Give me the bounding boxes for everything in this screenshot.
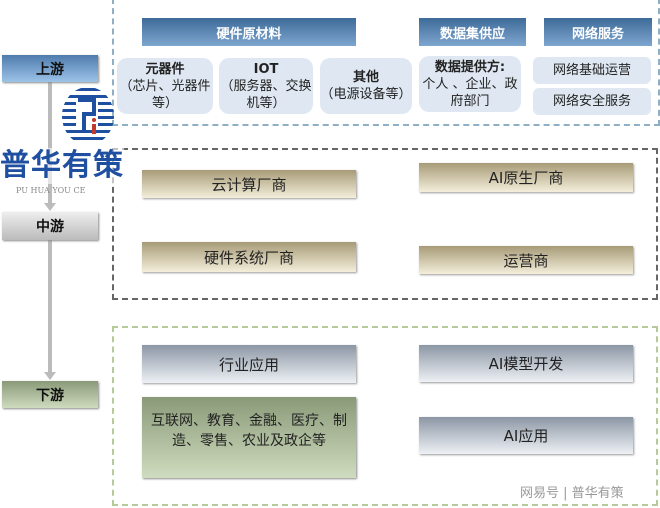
card-title: 其他	[352, 70, 379, 85]
flow-line	[48, 82, 52, 204]
down-industry-desc: 互联网、教育、金融、医疗、制造、零售、农业及政企等	[142, 397, 356, 478]
down-ai-model-dev: AI模型开发	[419, 345, 633, 382]
card-iot: IOT（服务器、交换机等）	[219, 58, 313, 114]
logo-emblem-icon	[62, 88, 114, 140]
level-midstream: 中游	[2, 212, 98, 240]
header-hardware-materials: 硬件原材料	[142, 18, 356, 46]
card-title: 数据提供方:	[434, 59, 506, 75]
upstream-frame	[112, 0, 660, 126]
card-other: 其他 （电源设备等）	[320, 58, 412, 114]
logo-pinyin: PU HUA YOU CE	[16, 186, 86, 195]
card-desc: 个人 、企业、政府部门	[422, 76, 518, 109]
watermark: 网易号 | 普华有策	[520, 486, 624, 501]
mid-ai-native-vendors: AI原生厂商	[419, 163, 633, 192]
card-title: IOT	[253, 61, 279, 77]
arrow-down-icon	[44, 203, 56, 211]
card-desc: （服务器、交换机等）	[220, 78, 312, 111]
midstream-frame	[112, 148, 658, 300]
mid-cloud-vendors: 云计算厂商	[142, 170, 356, 198]
card-network-security: 网络安全服务	[533, 88, 651, 115]
header-network-services: 网络服务	[544, 18, 652, 46]
arrow-down-icon	[44, 372, 56, 380]
flow-line	[48, 240, 52, 373]
down-industry-app: 行业应用	[142, 345, 356, 383]
card-components: 元器件（芯片、光器件等）	[117, 58, 213, 114]
mid-operators: 运营商	[419, 246, 633, 274]
card-desc: （电源设备等）	[320, 87, 412, 102]
mid-hardware-system-vendors: 硬件系统厂商	[142, 242, 356, 272]
card-data-provider: 数据提供方:个人 、企业、政府部门	[419, 56, 521, 112]
card-network-ops: 网络基础运营	[533, 57, 651, 84]
downstream-frame	[112, 326, 658, 506]
card-desc: （芯片、光器件等）	[119, 78, 211, 111]
logo-name: 普华有策	[0, 148, 124, 184]
level-downstream: 下游	[2, 381, 98, 408]
down-ai-app: AI应用	[419, 417, 633, 454]
logo: 普华有策 PU HUA YOU CE	[0, 86, 126, 202]
card-title: 元器件	[145, 61, 185, 77]
level-upstream: 上游	[2, 55, 98, 82]
header-dataset-supply: 数据集供应	[419, 18, 526, 46]
